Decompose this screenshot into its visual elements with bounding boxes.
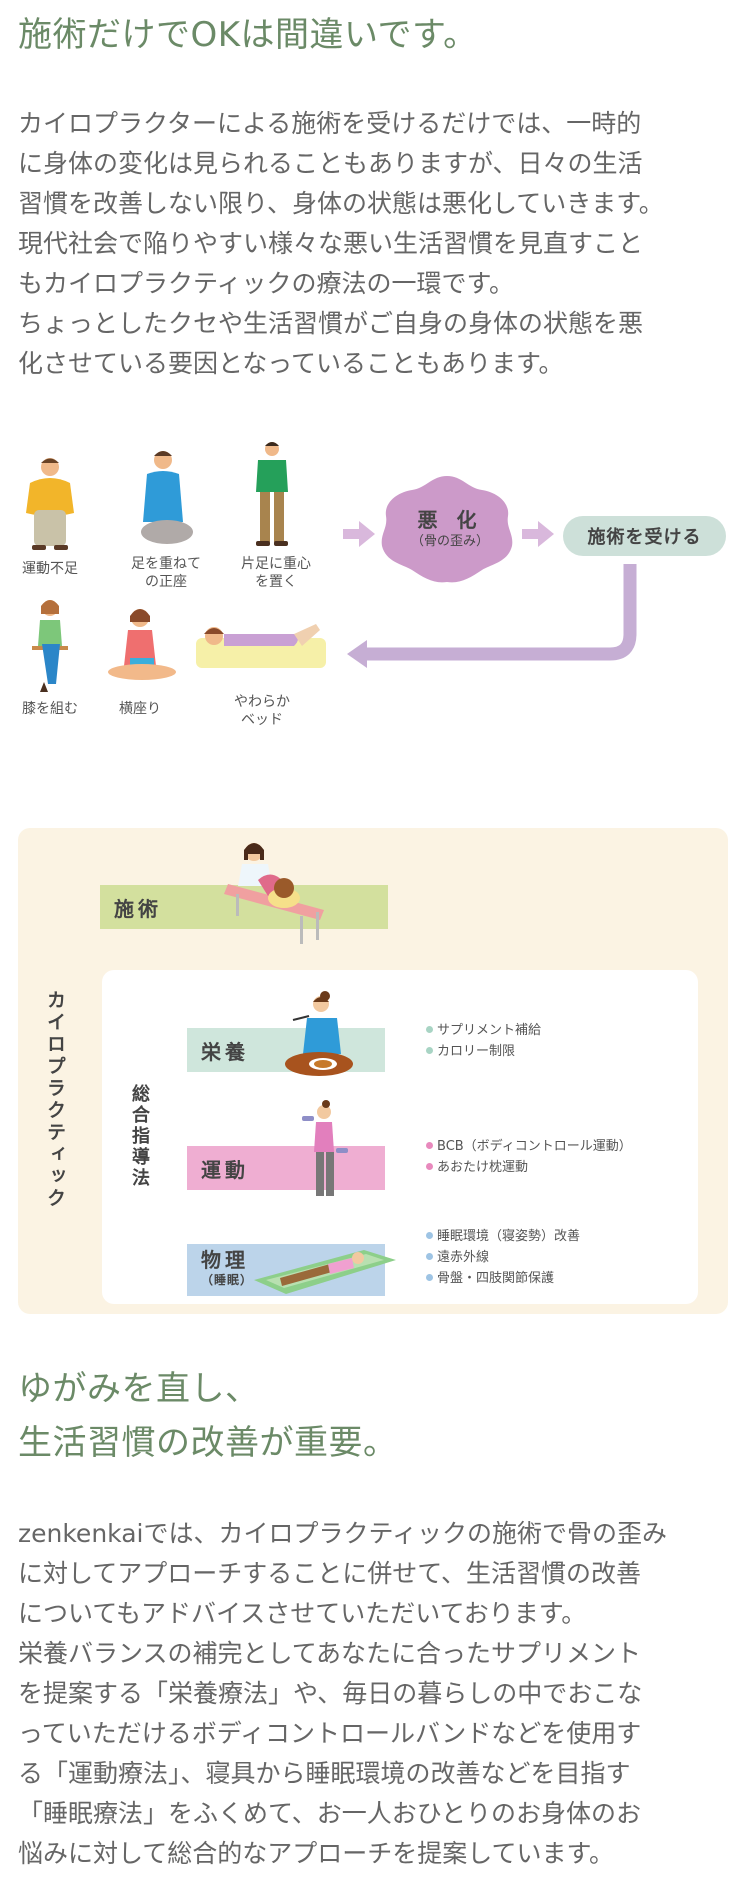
habit-label: 横座り <box>119 701 161 717</box>
bullet-item: カロリー制限 <box>426 1041 541 1062</box>
bullet-item: 遠赤外線 <box>426 1247 580 1268</box>
bullet-dot-icon <box>426 1142 433 1149</box>
bullet-item: 睡眠環境（寝姿勢）改善 <box>426 1226 580 1247</box>
chiropractic-vertical-label: カイロプラクティック <box>44 990 66 1210</box>
receive-treatment-pill: 施術を受ける <box>563 516 726 556</box>
bullet-text: カロリー制限 <box>437 1044 516 1059</box>
person-eating-icon <box>285 991 353 1076</box>
bullet-dot-icon <box>426 1253 433 1260</box>
bullet-dot-icon <box>426 1163 433 1170</box>
bullet-item: 骨盤・四肢関節保護 <box>426 1268 580 1289</box>
nutrition-band-label: 栄養 <box>201 1039 249 1064</box>
person-soft-bed-icon <box>196 624 326 668</box>
habit-label: やわらかベッド <box>234 694 290 728</box>
treatment-band-label: 施術 <box>114 896 162 921</box>
habit-label: 足を重ねての正座 <box>131 556 201 590</box>
bullet-dot-icon <box>426 1026 433 1033</box>
bullet-text: 骨盤・四肢関節保護 <box>437 1271 555 1286</box>
heading-line: 生活習慣の改善が重要。 <box>18 1423 398 1463</box>
lifestyle-paragraph: zenkenkaiでは、カイロプラクティックの施術で骨の歪み に対してアプローチ… <box>18 1514 738 1874</box>
arrow-right-icon <box>343 521 375 547</box>
return-arrow-icon <box>347 564 637 668</box>
person-lack-of-exercise-icon <box>26 458 74 550</box>
text-line: っていただけるボディコントロールバンドなどを使用す <box>18 1719 642 1748</box>
bullet-text: BCB（ボディコントロール運動） <box>437 1139 632 1154</box>
text-line: 現代社会で陥りやすい様々な悪い生活習慣を見直すこと <box>18 229 644 258</box>
bullet-item: サプリメント補給 <box>426 1020 541 1041</box>
text-line: 「睡眠療法」をふくめて、お一人おひとりのお身体のお <box>18 1799 642 1828</box>
person-crossed-legs-icon <box>32 600 68 692</box>
physical-band-sublabel: （睡眠） <box>201 1273 254 1287</box>
exercise-band-label: 運動 <box>201 1157 249 1182</box>
habit-label: 運動不足 <box>22 561 78 577</box>
bullet-text: 睡眠環境（寝姿勢）改善 <box>437 1229 581 1244</box>
text-line: 習慣を改善しない限り、身体の状態は悪化していきます。 <box>18 189 664 218</box>
person-kneeling-icon <box>141 451 193 544</box>
heading-line: ゆがみを直し、 <box>18 1369 260 1409</box>
bullet-item: あおたけ枕運動 <box>426 1157 632 1178</box>
comprehensive-guidance-vertical-label: 総合指導法 <box>129 1084 150 1189</box>
physical-bullet-list: 睡眠環境（寝姿勢）改善 遠赤外線 骨盤・四肢関節保護 <box>426 1226 580 1289</box>
intro-paragraph: カイロプラクターによる施術を受けるだけでは、一時的 に身体の変化は見られることも… <box>18 104 738 384</box>
worsen-label: 悪 化 （骨の歪み） <box>380 507 520 551</box>
person-sleeping-mat-icon <box>254 1250 396 1294</box>
worsen-burst-shape <box>381 476 513 583</box>
text-line: 化させている要因となっていることもあります。 <box>18 349 564 378</box>
worsen-title: 悪 化 <box>417 508 483 532</box>
bullet-text: サプリメント補給 <box>437 1023 542 1038</box>
exercise-bullet-list: BCB（ボディコントロール運動） あおたけ枕運動 <box>426 1136 632 1178</box>
bullet-item: BCB（ボディコントロール運動） <box>426 1136 632 1157</box>
text-line: る「運動療法」、寝具から睡眠環境の改善などを目指す <box>18 1759 631 1788</box>
habit-label: 膝を組む <box>22 701 78 717</box>
habit-label: 片足に重心を置く <box>241 556 311 590</box>
bullet-text: あおたけ枕運動 <box>437 1160 529 1175</box>
exercise-band: 運動 <box>187 1146 385 1190</box>
text-line: に対してアプローチすることに併せて、生活習慣の改善 <box>18 1559 642 1588</box>
text-line: もカイロプラクティックの療法の一環です。 <box>18 269 515 298</box>
text-line: 栄養バランスの補完としてあなたに合ったサプリメント <box>18 1639 642 1668</box>
text-line: カイロプラクターによる施術を受けるだけでは、一時的 <box>18 109 642 138</box>
arrow-right-icon <box>522 521 554 547</box>
section-heading-treatment-not-enough: 施術だけでOKは間違いです。 <box>18 15 478 55</box>
text-line: zenkenkaiでは、カイロプラクティックの施術で骨の歪み <box>18 1519 667 1548</box>
bullet-dot-icon <box>426 1047 433 1054</box>
person-standing-one-leg-icon <box>256 442 288 546</box>
nutrition-bullet-list: サプリメント補給 カロリー制限 <box>426 1020 541 1062</box>
bullet-dot-icon <box>426 1274 433 1281</box>
text-line: 悩みに対して総合的なアプローチを提案しています。 <box>18 1839 615 1868</box>
chiropractor-treatment-icon <box>224 843 324 944</box>
bullet-dot-icon <box>426 1232 433 1239</box>
physical-band-label: 物理 <box>201 1248 249 1272</box>
worsen-subtitle: （骨の歪み） <box>410 534 489 549</box>
person-side-sitting-icon <box>108 609 176 680</box>
text-line: ちょっとしたクセや生活習慣がご自身の身体の状態を悪 <box>18 309 644 338</box>
text-line: に身体の変化は見られることもありますが、日々の生活 <box>18 149 643 178</box>
bullet-text: 遠赤外線 <box>437 1250 490 1265</box>
section-heading-lifestyle: ゆがみを直し、 生活習慣の改善が重要。 <box>18 1362 398 1470</box>
text-line: を提案する「栄養療法」や、毎日の暮らしの中でおこな <box>18 1679 643 1708</box>
text-line: についてもアドバイスさせていただいております。 <box>18 1599 587 1628</box>
person-dumbbell-icon <box>302 1100 348 1196</box>
